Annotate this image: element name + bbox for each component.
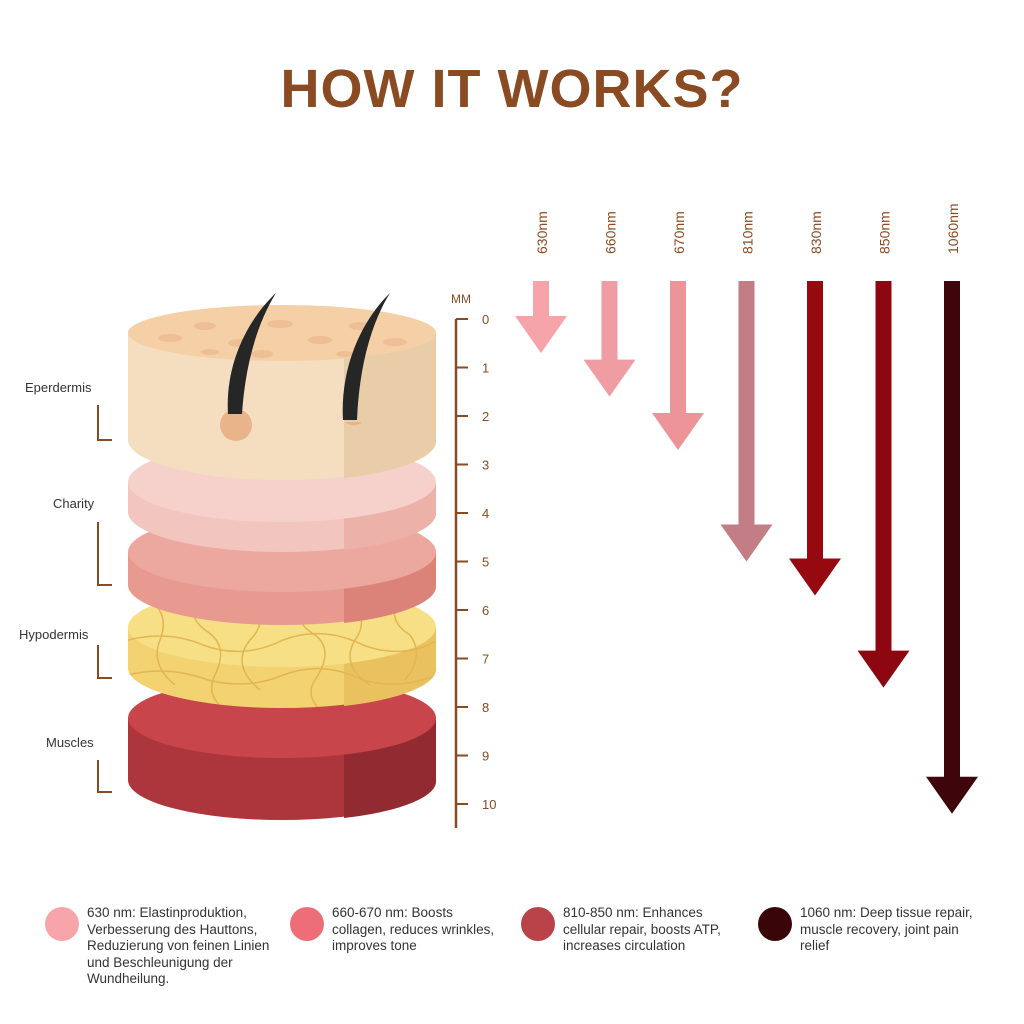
arrow-shape	[789, 281, 841, 596]
hair-follicle-icon	[220, 293, 276, 441]
bracket-eperdermis	[97, 405, 112, 441]
legend-text: 630 nm: Elastinproduktion, Verbesserung …	[87, 905, 270, 986]
page-title: HOW IT WORKS?	[280, 59, 744, 119]
layer-label-eperdermis: Eperdermis	[25, 380, 92, 395]
depth-tick-label: 6	[482, 603, 489, 618]
depth-tick-label: 0	[482, 312, 489, 327]
legend-swatch	[521, 907, 555, 941]
arrow-660nm: 660nm	[583, 211, 636, 397]
legend-swatch	[758, 907, 792, 941]
arrow-shape	[926, 281, 978, 814]
layer-label-charity: Charity	[53, 496, 95, 511]
arrow-670nm: 670nm	[652, 211, 704, 450]
depth-scale-unit: MM	[451, 292, 471, 306]
layer-label-hypodermis: Hypodermis	[19, 627, 89, 642]
wavelength-label: 830nm	[808, 211, 824, 254]
wavelength-label: 630nm	[534, 211, 550, 254]
depth-tick-label: 9	[482, 749, 489, 764]
muscle-layer	[128, 678, 437, 820]
bracket-charity	[97, 522, 112, 586]
arrow-630nm: 630nm	[515, 211, 567, 353]
arrow-shape	[857, 281, 910, 688]
arrow-810nm: 810nm	[720, 211, 773, 562]
wavelength-label: 850nm	[877, 211, 893, 254]
legend-swatch	[45, 907, 79, 941]
arrow-shape	[583, 281, 636, 397]
depth-tick-label: 7	[482, 652, 489, 667]
epidermis-layer	[128, 293, 437, 480]
skin-cylinder-illustration	[128, 293, 437, 820]
depth-scale: MM 0 1 2 3 4 5 6 7 8 9 10	[451, 292, 496, 828]
depth-tick-label: 4	[482, 506, 489, 521]
arrow-shape	[652, 281, 704, 450]
depth-tick-label: 2	[482, 409, 489, 424]
legend-item-660-670: 660-670 nm: Boosts collagen, reduces wri…	[290, 905, 505, 955]
arrow-shape	[720, 281, 773, 562]
depth-tick-label: 10	[482, 797, 496, 812]
bracket-muscles	[97, 760, 112, 793]
depth-tick-label: 8	[482, 700, 489, 715]
arrow-850nm: 850nm	[857, 211, 910, 688]
depth-tick-label: 3	[482, 458, 489, 473]
wavelength-label: 810nm	[740, 211, 756, 254]
legend-text: 810-850 nm: Enhances cellular repair, bo…	[563, 905, 721, 953]
wavelength-label: 1060nm	[945, 203, 961, 254]
wavelength-label: 670nm	[671, 211, 687, 254]
layer-brackets	[97, 405, 112, 793]
legend-item-810-850: 810-850 nm: Enhances cellular repair, bo…	[521, 905, 746, 955]
arrow-shape	[515, 281, 567, 353]
arrow-830nm: 830nm	[789, 211, 841, 596]
legend-swatch	[290, 907, 324, 941]
depth-tick-label: 1	[482, 361, 489, 376]
depth-tick-label: 5	[482, 555, 489, 570]
legend-item-1060: 1060 nm: Deep tissue repair, muscle reco…	[758, 905, 983, 955]
legend-text: 660-670 nm: Boosts collagen, reduces wri…	[332, 905, 495, 953]
legend-text: 1060 nm: Deep tissue repair, muscle reco…	[800, 905, 973, 953]
bracket-hypodermis	[97, 645, 112, 679]
layer-label-muscles: Muscles	[46, 735, 94, 750]
arrow-1060nm: 1060nm	[926, 203, 978, 814]
wavelength-arrows: 630nm 660nm 670nm 810nm 830nm 850nm 1060nm	[515, 203, 978, 814]
legend-item-630: 630 nm: Elastinproduktion, Verbesserung …	[45, 905, 285, 988]
hair-follicle-icon	[342, 293, 390, 426]
wavelength-label: 660nm	[603, 211, 619, 254]
